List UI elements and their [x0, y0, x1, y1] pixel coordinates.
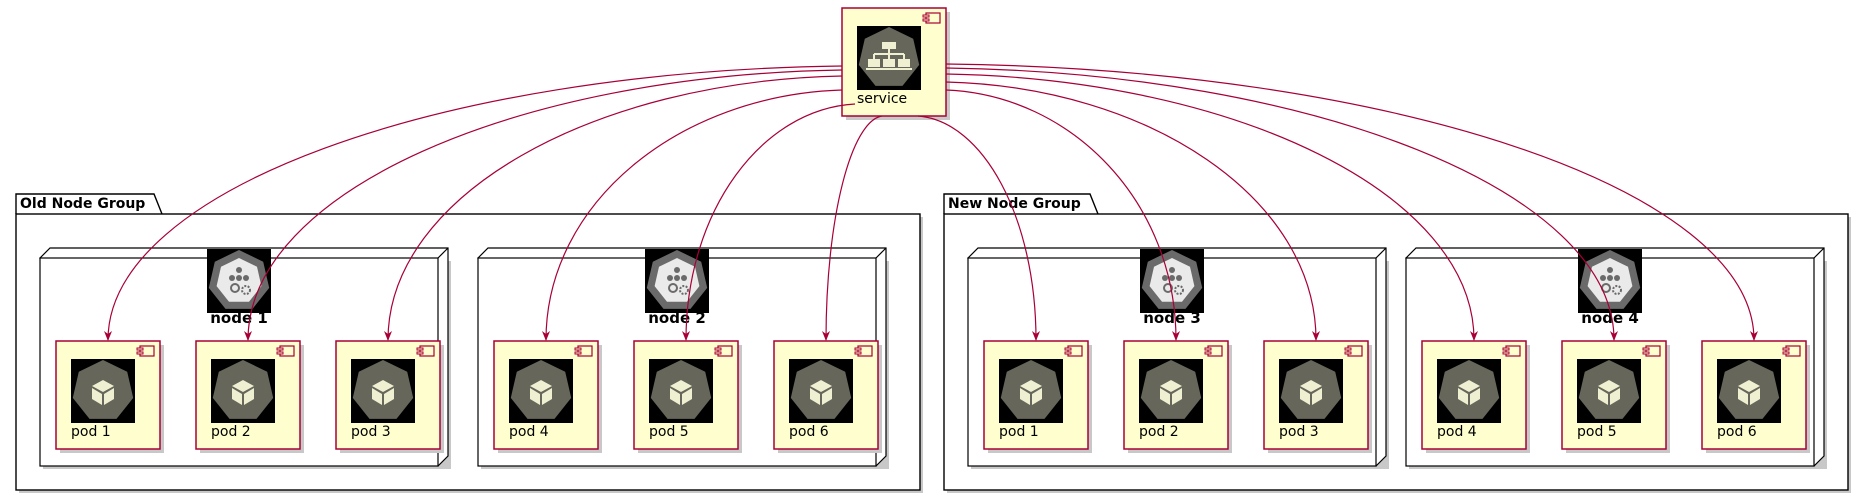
- node-label: node 3: [1143, 309, 1201, 327]
- pod-component: pod 3: [335, 340, 444, 453]
- service-to-pod-arrow: [244, 69, 843, 341]
- pod-cube-icon: [649, 359, 713, 423]
- pod-label: pod 3: [1279, 424, 1319, 440]
- node-label: node 2: [648, 309, 706, 327]
- pod-label: pod 2: [211, 424, 251, 440]
- group-tab: [15, 193, 163, 215]
- pod-label: pod 4: [509, 424, 549, 440]
- pod-component: pod 6: [773, 340, 882, 453]
- service-to-pod-arrow: [945, 73, 1478, 341]
- service-to-pod-arrow: [542, 89, 843, 341]
- pod-component: pod 1: [983, 340, 1092, 453]
- pod-label: pod 3: [351, 424, 391, 440]
- service-to-pod-arrow: [682, 103, 856, 341]
- service-to-pod-arrow: [945, 67, 1618, 341]
- group-label: Old Node Group: [20, 196, 145, 212]
- service-to-pod-arrow: [917, 115, 1040, 341]
- kubernetes-node-icon: [207, 249, 271, 313]
- pod-cube-icon: [789, 359, 853, 423]
- pod-cube-icon: [351, 359, 415, 423]
- pod-cube-icon: [999, 359, 1063, 423]
- group-label: New Node Group: [948, 196, 1081, 212]
- kubernetes-node-icon: [645, 249, 709, 313]
- pod-label: pod 5: [649, 424, 689, 440]
- service-to-pod-arrow: [945, 81, 1320, 341]
- pod-cube-icon: [1139, 359, 1203, 423]
- pod-label: pod 2: [1139, 424, 1179, 440]
- pod-component: pod 4: [493, 340, 602, 453]
- pod-label: pod 6: [1717, 424, 1757, 440]
- group-tab: [943, 193, 1099, 215]
- node-label: node 4: [1581, 309, 1639, 327]
- pod-label: pod 4: [1437, 424, 1477, 440]
- pod-component: pod 6: [1701, 340, 1810, 453]
- pod-component: pod 5: [1561, 340, 1670, 453]
- service-to-pod-arrow: [104, 65, 843, 341]
- service-to-pod-arrow: [945, 63, 1758, 341]
- pod-cube-icon: [1279, 359, 1343, 423]
- node-label: node 1: [210, 309, 268, 327]
- pod-label: pod 5: [1577, 424, 1617, 440]
- pod-component: pod 1: [55, 340, 164, 453]
- pod-cube-icon: [509, 359, 573, 423]
- service-hierarchy-icon: [857, 26, 921, 90]
- pod-component: pod 2: [195, 340, 304, 453]
- pod-component: pod 2: [1123, 340, 1232, 453]
- pod-component: pod 3: [1263, 340, 1372, 453]
- service-to-pod-arrow: [822, 115, 883, 341]
- service-to-pod-arrow: [945, 89, 1180, 341]
- pod-label: pod 6: [789, 424, 829, 440]
- pod-cube-icon: [1437, 359, 1501, 423]
- service-to-pod-arrow: [384, 75, 843, 341]
- pod-cube-icon: [1717, 359, 1781, 423]
- pod-cube-icon: [1577, 359, 1641, 423]
- pod-label: pod 1: [999, 424, 1039, 440]
- kubernetes-node-icon: [1140, 249, 1204, 313]
- kubernetes-node-icon: [1578, 249, 1642, 313]
- service-label: service: [857, 91, 907, 107]
- pod-component: pod 4: [1421, 340, 1530, 453]
- pod-label: pod 1: [71, 424, 111, 440]
- pod-cube-icon: [71, 359, 135, 423]
- pod-component: pod 5: [633, 340, 742, 453]
- pod-cube-icon: [211, 359, 275, 423]
- service-component: service: [841, 7, 950, 120]
